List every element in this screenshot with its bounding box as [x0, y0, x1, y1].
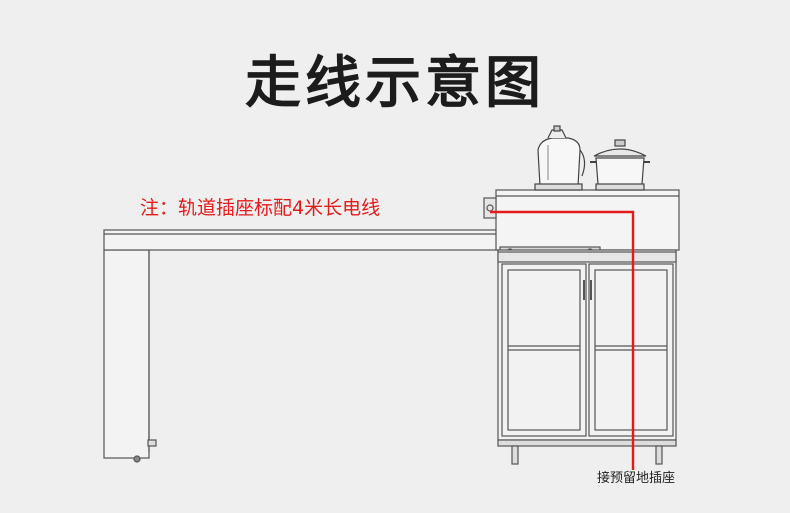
cabinet-body	[497, 249, 677, 465]
wire-note: 注：轨道插座标配4米长电线	[140, 197, 381, 219]
wire-route	[490, 210, 635, 470]
kettle-icon	[534, 125, 586, 191]
desk-leg-panel	[103, 249, 157, 463]
socket-label: 接预留地插座	[597, 471, 676, 486]
pot-icon	[590, 139, 650, 191]
cabinet-top	[483, 189, 680, 251]
diagram-title: 走线示意图	[245, 51, 545, 116]
